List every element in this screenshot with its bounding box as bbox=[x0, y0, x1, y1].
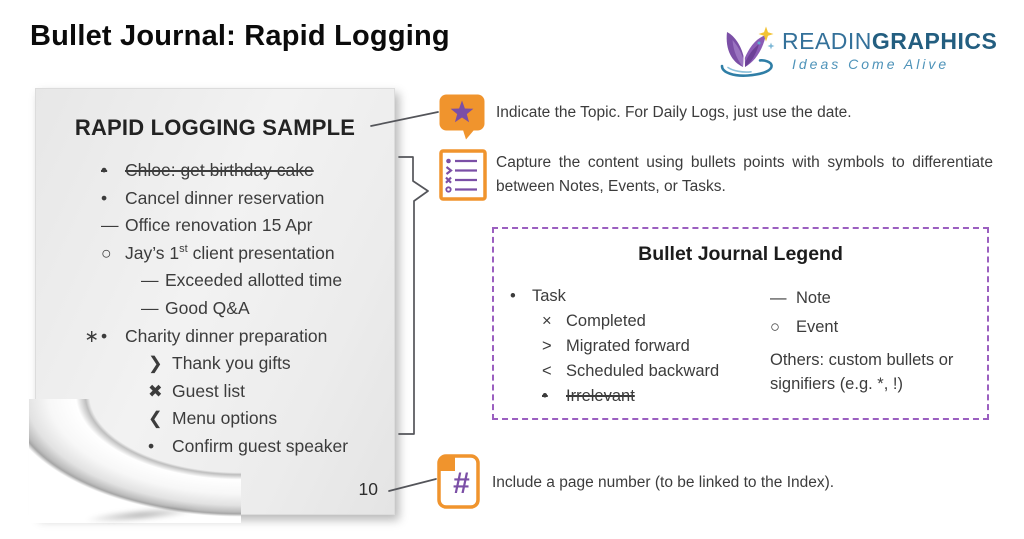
list-item: •Cancel dinner reservation bbox=[101, 187, 325, 208]
svg-text:#: # bbox=[453, 467, 470, 500]
list-item: —Exceeded allotted time bbox=[141, 270, 343, 291]
list-item: —Good Q&A bbox=[141, 297, 250, 318]
brand-tagline: Ideas Come Alive bbox=[792, 56, 950, 72]
list-item: —Note bbox=[770, 289, 831, 307]
legend-title: Bullet Journal Legend bbox=[638, 243, 843, 265]
bracket-list-to-capture-icon bbox=[398, 156, 429, 435]
legend-note-column: —Note ○Event Others: custom bullets or si… bbox=[765, 284, 987, 409]
brand-name: READINGRAPHICS bbox=[782, 28, 997, 54]
legend-note-items: —Note ○Event bbox=[770, 284, 981, 342]
list-item: >Migrated forward bbox=[542, 337, 690, 355]
page-title: Bullet Journal: Rapid Logging bbox=[30, 20, 450, 52]
list-item: <Scheduled backward bbox=[542, 362, 720, 380]
connector-pagenumber-to-icon bbox=[388, 478, 437, 492]
brand-name-bold: GRAPHICS bbox=[871, 28, 998, 54]
legend-task-column: •Task ×Completed >Migrated forward <Schedul… bbox=[494, 284, 765, 409]
page-number: 10 bbox=[358, 479, 378, 499]
bullet-list-icon bbox=[439, 149, 487, 201]
brand-logo: READINGRAPHICS Ideas Come Alive bbox=[714, 22, 997, 78]
page-number-icon: # bbox=[437, 454, 480, 509]
page-curl bbox=[29, 399, 241, 523]
list-item: ○Jay’s 1st client presentation bbox=[101, 242, 335, 263]
journal-page-heading: RAPID LOGGING SAMPLE bbox=[74, 115, 356, 140]
list-item: ∗•Charity dinner preparation bbox=[84, 325, 328, 346]
list-item: ×Completed bbox=[542, 312, 646, 330]
list-item: ○Event bbox=[770, 318, 839, 336]
legend-box: Bullet Journal Legend •Task ×Completed >Mi… bbox=[492, 227, 989, 420]
annotation-topic-text: Indicate the Topic. For Daily Logs, just… bbox=[496, 104, 852, 121]
annotation-page-number: # Include a page number (to be linked to… bbox=[437, 454, 1013, 509]
annotation-capture-text: Capture the content using bullets points… bbox=[496, 154, 993, 195]
list-item: ❯Thank you gifts bbox=[148, 353, 291, 374]
list-item: •Irrelevant bbox=[542, 387, 635, 405]
legend-others-text: Others: custom bullets or signifiers (e.… bbox=[770, 351, 954, 393]
annotation-page-text: Include a page number (to be linked to t… bbox=[492, 474, 835, 491]
annotation-topic: Indicate the Topic. For Daily Logs, just… bbox=[439, 94, 995, 140]
list-item: ✖Guest list bbox=[148, 380, 245, 401]
annotation-capture: Capture the content using bullets points… bbox=[439, 149, 995, 201]
topic-star-bubble-icon bbox=[439, 94, 485, 140]
journal-page: RAPID LOGGING SAMPLE •Chloe: get birthda… bbox=[29, 88, 395, 523]
book-butterfly-icon bbox=[720, 26, 775, 77]
list-item: —Office renovation 15 Apr bbox=[101, 215, 313, 236]
list-item: •Chloe: get birthday cake bbox=[101, 160, 314, 180]
list-item: •Task bbox=[510, 287, 566, 305]
brand-name-light: READIN bbox=[782, 28, 872, 54]
